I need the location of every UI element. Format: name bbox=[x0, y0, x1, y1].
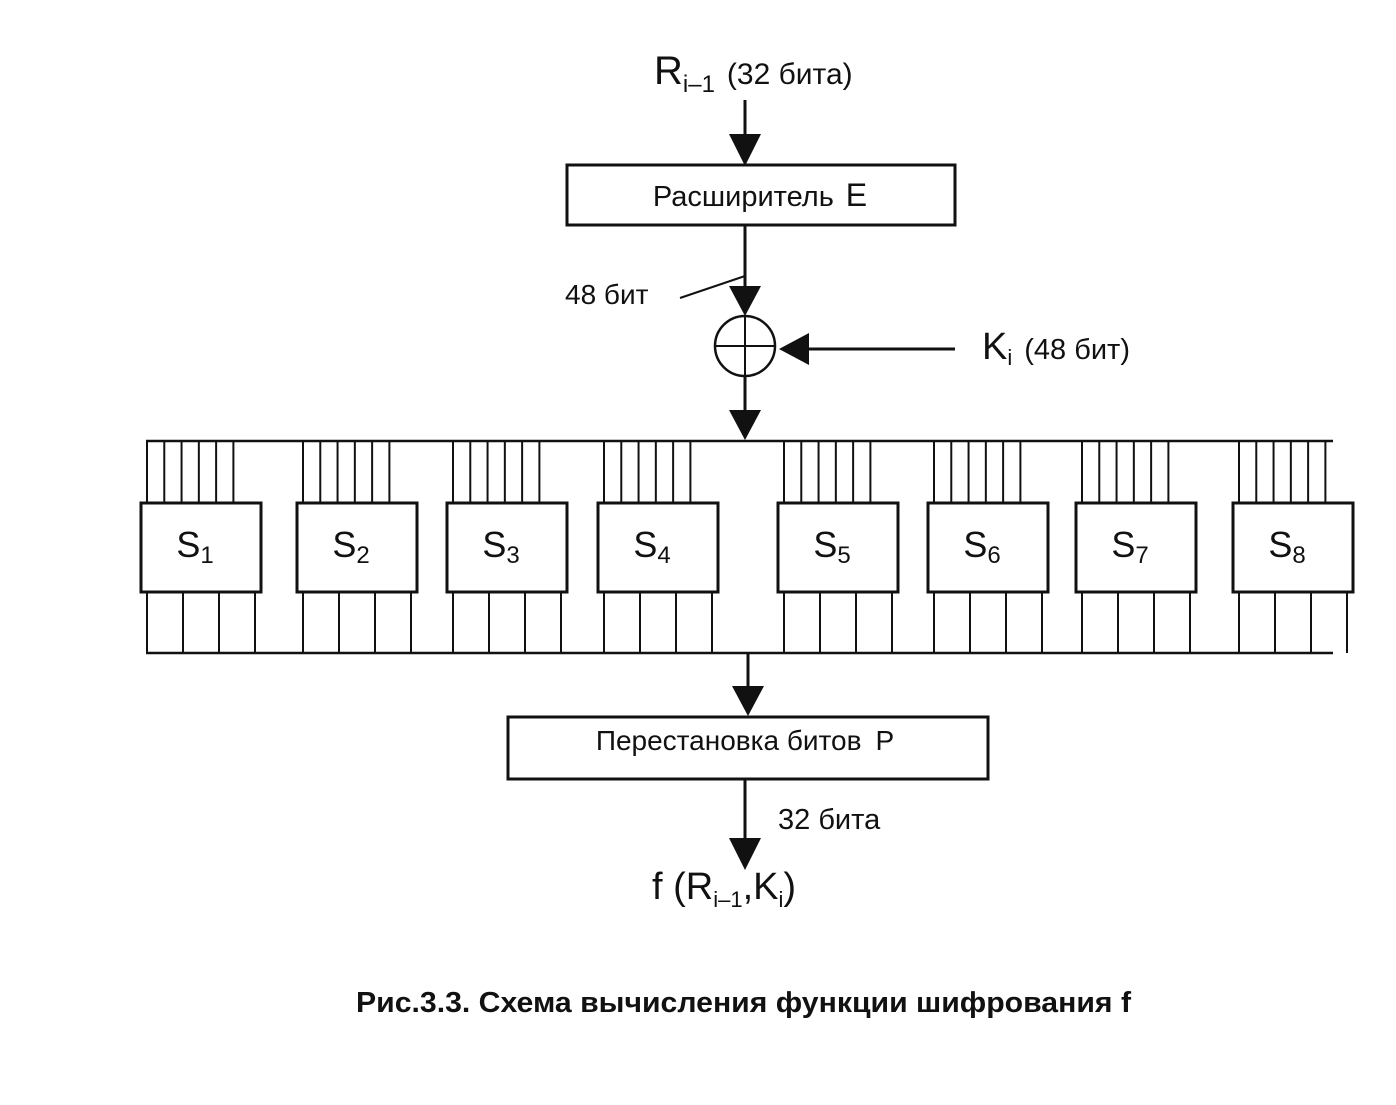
figure-caption: Рис.3.3. Схема вычисления функции шифров… bbox=[356, 987, 1131, 1019]
input-size: (32 бита) bbox=[727, 58, 853, 91]
sbox-1: S1 bbox=[139, 441, 263, 653]
expanded-bits-label: 48 бит bbox=[565, 279, 649, 310]
sbox-label-4: S4 bbox=[633, 524, 670, 569]
output-bits-label: 32 бита bbox=[778, 804, 881, 836]
arrow-xor-to-bus bbox=[729, 376, 761, 440]
arrow-key-to-xor bbox=[779, 333, 955, 365]
sbox-4: S4 bbox=[596, 441, 720, 653]
sbox-2: S2 bbox=[295, 441, 419, 653]
output-suffix: ) bbox=[783, 866, 796, 908]
sbox-label-5: S5 bbox=[813, 524, 850, 569]
permutation-letter: P bbox=[876, 725, 895, 756]
sbox-label-6: S6 bbox=[963, 524, 1000, 569]
key-subscript: i bbox=[1007, 345, 1012, 370]
input-label: Ri–1 (32 бита) bbox=[654, 49, 853, 98]
arrow-expander-to-xor bbox=[679, 225, 761, 316]
sbox-label-7: S7 bbox=[1111, 524, 1148, 569]
sbox-label-8: S8 bbox=[1268, 524, 1305, 569]
sbox-8: S8 bbox=[1231, 441, 1355, 653]
key-label: Ki (48 бит) bbox=[982, 326, 1130, 370]
output-label: f (Ri–1,Ki) bbox=[652, 866, 796, 912]
output-prefix: f (R bbox=[652, 866, 713, 908]
input-symbol: R bbox=[654, 49, 683, 93]
sbox-label-1: S1 bbox=[176, 524, 213, 569]
sbox-6: S6 bbox=[926, 441, 1050, 653]
input-subscript: i–1 bbox=[683, 71, 715, 98]
permutation-label: Перестановка битов bbox=[596, 725, 862, 756]
key-symbol: K bbox=[982, 326, 1007, 368]
arrow-input-to-expander bbox=[729, 100, 761, 166]
expander-box: Расширитель E bbox=[565, 163, 957, 227]
arrow-permutation-to-output bbox=[729, 779, 761, 870]
arrow-bus-to-permutation bbox=[732, 653, 764, 716]
xor-icon bbox=[713, 314, 777, 378]
sbox-layer: S1 S2 S3 S4 S5 S6 S7 S8 bbox=[139, 439, 1355, 655]
sbox-3: S3 bbox=[445, 441, 569, 653]
output-sub1: i–1 bbox=[713, 887, 742, 912]
output-sub2: i bbox=[778, 887, 783, 912]
sbox-7: S7 bbox=[1074, 441, 1198, 653]
key-size: (48 бит) bbox=[1024, 334, 1130, 366]
sbox-label-2: S2 bbox=[332, 524, 369, 569]
permutation-box: Перестановка битов P bbox=[506, 715, 990, 781]
sbox-label-3: S3 bbox=[482, 524, 519, 569]
output-middle: ,K bbox=[743, 866, 779, 908]
expander-letter: E bbox=[846, 177, 867, 213]
expander-label: Расширитель bbox=[653, 181, 834, 213]
sbox-5: S5 bbox=[776, 441, 900, 653]
